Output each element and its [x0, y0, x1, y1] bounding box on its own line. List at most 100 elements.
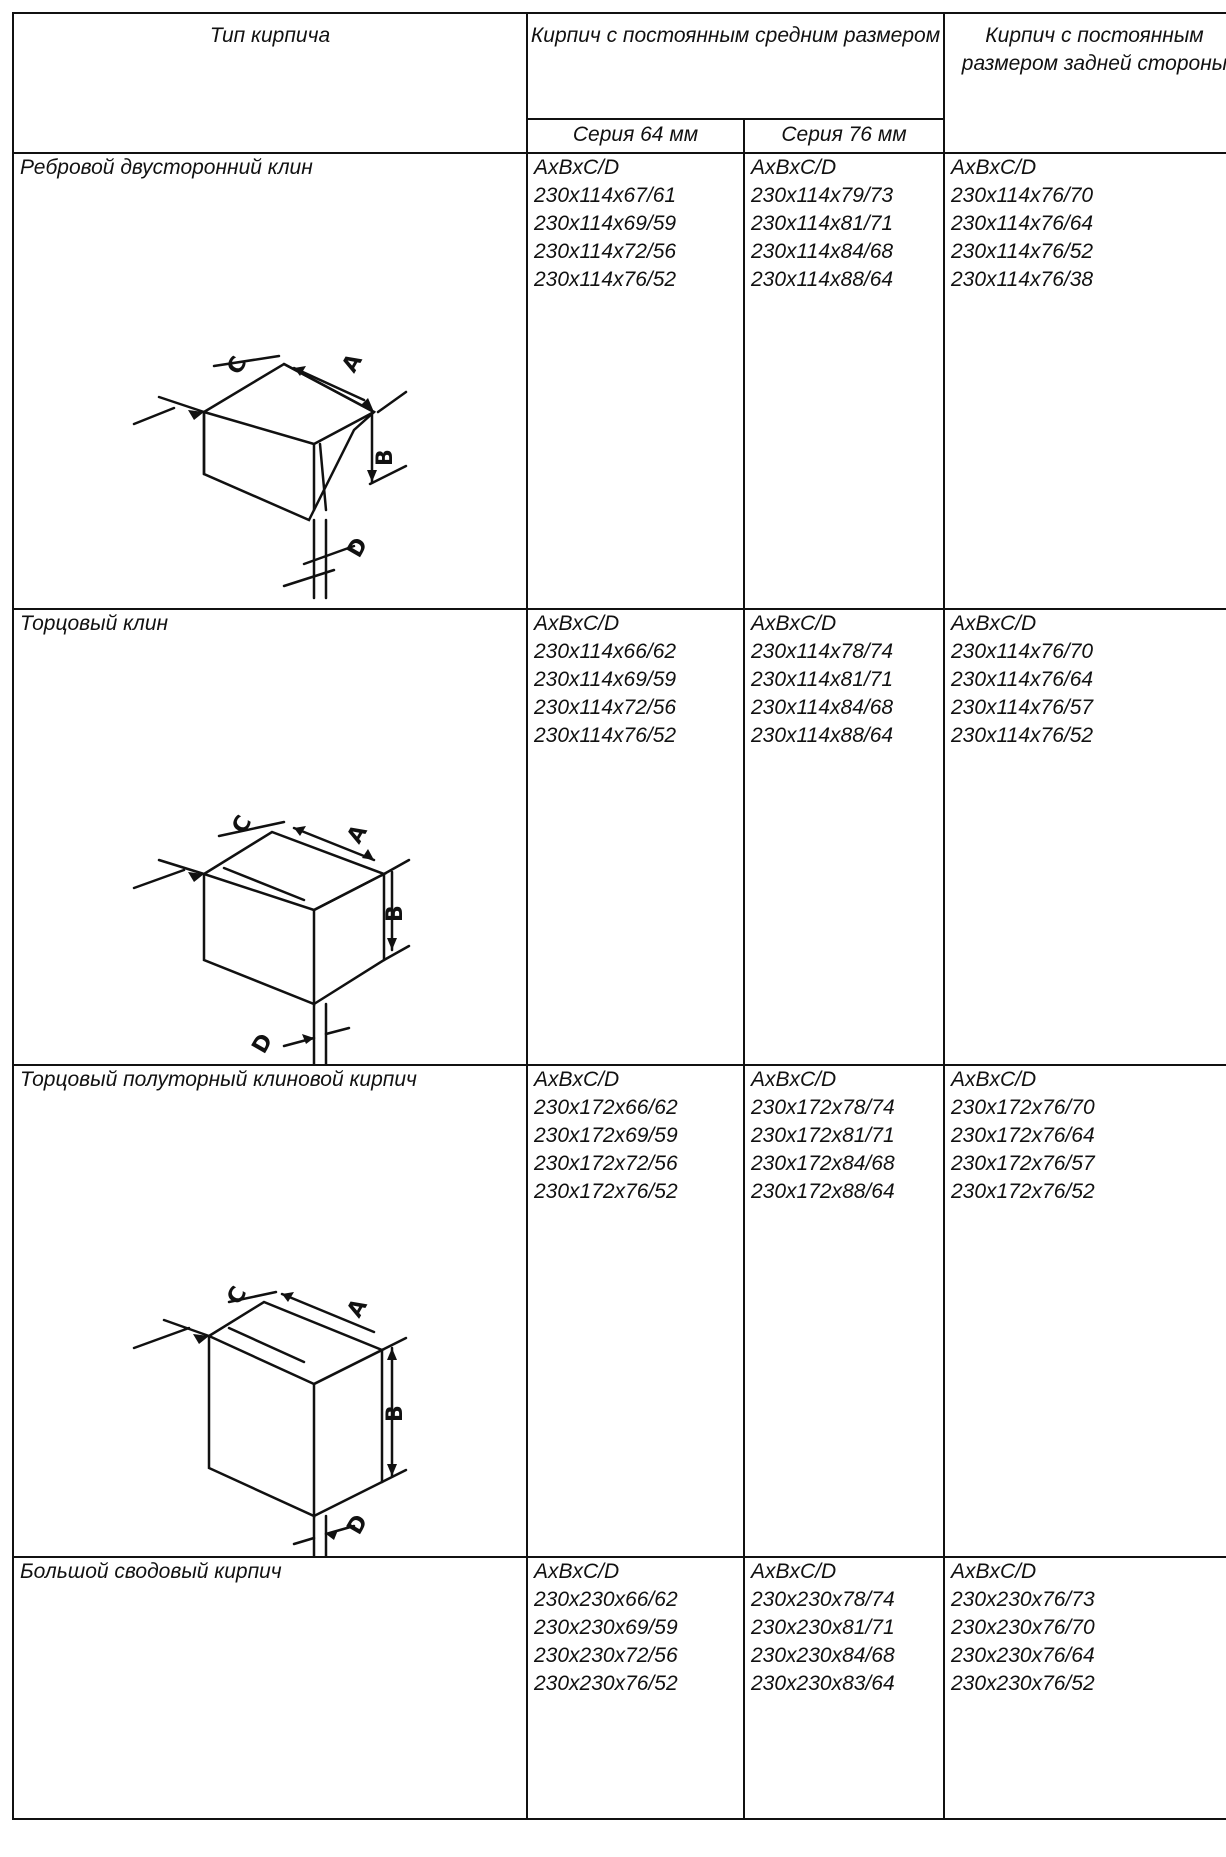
table-row: Торцовый клин: [12, 608, 1226, 1066]
dim-value: 230x230x66/62: [534, 1588, 678, 1611]
brick-type-label: Большой сводовый кирпич: [20, 1560, 282, 1583]
dim-value: 230x114x88/64: [751, 724, 894, 747]
edge-wedge-drawing: C A B D: [14, 350, 528, 608]
header-series-76: Серия 76 мм: [743, 118, 945, 154]
brick-type-cell: Торцовый клин: [12, 608, 528, 1066]
dim-value: 230x230x76/52: [951, 1672, 1095, 1695]
table-row: Большой сводовый кирпич AxBxC/D 230x230x…: [12, 1556, 1226, 1820]
label-d: D: [343, 1511, 374, 1539]
dim-value: 230x172x76/64: [951, 1124, 1095, 1147]
dim-value: 230x114x81/71: [751, 668, 894, 691]
series-76-cell: AxBxC/D 230x172x78/74 230x172x81/71 230x…: [743, 1064, 945, 1558]
dim-formula: AxBxC/D: [534, 156, 620, 179]
dim-value: 230x114x79/73: [751, 184, 894, 207]
dim-value: 230x114x76/38: [951, 268, 1094, 291]
dim-value: 230x114x88/64: [751, 268, 894, 291]
end-wedge-drawing: C A B D: [14, 812, 528, 1064]
series-64-cell: AxBxC/D 230x172x66/62 230x172x69/59 230x…: [526, 1064, 745, 1558]
dim-formula: AxBxC/D: [951, 1560, 1037, 1583]
dim-value: 230x114x69/59: [534, 212, 677, 235]
dim-value: 230x172x76/57: [951, 1152, 1095, 1175]
dim-value: 230x114x81/71: [751, 212, 894, 235]
constant-back-cell: AxBxC/D 230x114x76/70 230x114x76/64 230x…: [943, 152, 1226, 610]
dim-formula: AxBxC/D: [534, 1068, 620, 1091]
dim-value: 230x172x88/64: [751, 1180, 895, 1203]
constant-back-cell: AxBxC/D 230x114x76/70 230x114x76/64 230x…: [943, 608, 1226, 1066]
dim-value: 230x230x69/59: [534, 1616, 678, 1639]
label-b: B: [383, 1405, 408, 1422]
dim-value: 230x114x76/70: [951, 640, 1094, 663]
dim-formula: AxBxC/D: [751, 1068, 837, 1091]
label-d: D: [343, 534, 374, 562]
dim-formula: AxBxC/D: [751, 612, 837, 635]
dim-value: 230x114x66/62: [534, 640, 677, 663]
dim-formula: AxBxC/D: [951, 1068, 1037, 1091]
label-a: A: [343, 1295, 373, 1322]
series-64-cell: AxBxC/D 230x230x66/62 230x230x69/59 230x…: [526, 1556, 745, 1820]
series-76-cell: AxBxC/D 230x230x78/74 230x230x81/71 230x…: [743, 1556, 945, 1820]
dim-value: 230x172x72/56: [534, 1152, 678, 1175]
dim-value: 230x172x66/62: [534, 1096, 678, 1119]
label-c: C: [223, 1283, 253, 1309]
brick-type-label: Торцовый полуторный клиновой кирпич: [20, 1068, 417, 1091]
brick-type-label: Ребровой двусторонний клин: [20, 156, 313, 179]
header-series-64: Серия 64 мм: [526, 118, 745, 154]
dim-value: 230x114x72/56: [534, 696, 677, 719]
dim-value: 230x172x76/52: [951, 1180, 1095, 1203]
header-row: Тип кирпича Кирпич с постоянным средним …: [12, 11, 1226, 154]
dim-value: 230x114x67/61: [534, 184, 677, 207]
dim-value: 230x172x81/71: [751, 1124, 895, 1147]
dim-value: 230x230x81/71: [751, 1616, 895, 1639]
label-c: C: [223, 353, 253, 379]
dim-formula: AxBxC/D: [951, 612, 1037, 635]
label-a: A: [343, 821, 373, 848]
dim-value: 230x230x76/73: [951, 1588, 1095, 1611]
label-d: D: [248, 1030, 279, 1058]
dim-value: 230x114x76/52: [534, 268, 677, 291]
constant-back-cell: AxBxC/D 230x230x76/73 230x230x76/70 230x…: [943, 1556, 1226, 1820]
brick-type-cell: Торцовый полуторный клиновой кирпич: [12, 1064, 528, 1558]
dim-value: 230x114x78/74: [751, 640, 894, 663]
header-constant-back: Кирпич с постоянным размером задней стор…: [943, 12, 1226, 154]
brick-spec-table: Тип кирпича Кирпич с постоянным средним …: [12, 11, 1226, 1820]
dim-formula: AxBxC/D: [534, 612, 620, 635]
dim-value: 230x114x76/64: [951, 668, 1094, 691]
table-row: Ребровой двусторонний клин: [12, 152, 1226, 610]
series-64-cell: AxBxC/D 230x114x67/61 230x114x69/59 230x…: [526, 152, 745, 610]
dim-value: 230x230x84/68: [751, 1644, 895, 1667]
table-row: Торцовый полуторный клиновой кирпич: [12, 1064, 1226, 1558]
brick-type-cell: Большой сводовый кирпич: [12, 1556, 528, 1820]
brick-type-label: Торцовый клин: [20, 612, 169, 635]
dim-value: 230x172x76/52: [534, 1180, 678, 1203]
dim-value: 230x172x76/70: [951, 1096, 1095, 1119]
dim-formula: AxBxC/D: [534, 1560, 620, 1583]
dim-value: 230x114x76/52: [534, 724, 677, 747]
dim-value: 230x114x72/56: [534, 240, 677, 263]
dim-value: 230x114x76/70: [951, 184, 1094, 207]
dim-value: 230x114x69/59: [534, 668, 677, 691]
dim-value: 230x114x84/68: [751, 696, 894, 719]
end-half-wedge-drawing: C A B D: [14, 1283, 408, 1556]
dim-value: 230x114x76/57: [951, 696, 1094, 719]
dim-value: 230x230x76/70: [951, 1616, 1095, 1639]
dim-value: 230x172x69/59: [534, 1124, 678, 1147]
dim-value: 230x114x84/68: [751, 240, 894, 263]
dim-value: 230x230x76/64: [951, 1644, 1095, 1667]
constant-back-cell: AxBxC/D 230x172x76/70 230x172x76/64 230x…: [943, 1064, 1226, 1558]
series-76-cell: AxBxC/D 230x114x79/73 230x114x81/71 230x…: [743, 152, 945, 610]
dim-formula: AxBxC/D: [751, 1560, 837, 1583]
dim-value: 230x114x76/52: [951, 240, 1094, 263]
subheader-row: Серия 64 мм Серия 76 мм: [13, 118, 1226, 154]
dim-value: 230x172x84/68: [751, 1152, 895, 1175]
header-constant-middle: Кирпич с постоянным средним размером: [526, 11, 945, 121]
dim-value: 230x172x78/74: [751, 1096, 895, 1119]
dim-value: 230x114x76/64: [951, 212, 1094, 235]
label-a: A: [338, 350, 368, 377]
dim-value: 230x230x78/74: [751, 1588, 895, 1611]
label-b: B: [373, 449, 398, 466]
dim-value: 230x230x83/64: [751, 1672, 895, 1695]
series-76-cell: AxBxC/D 230x114x78/74 230x114x81/71 230x…: [743, 608, 945, 1066]
dim-formula: AxBxC/D: [751, 156, 837, 179]
dim-formula: AxBxC/D: [951, 156, 1037, 179]
